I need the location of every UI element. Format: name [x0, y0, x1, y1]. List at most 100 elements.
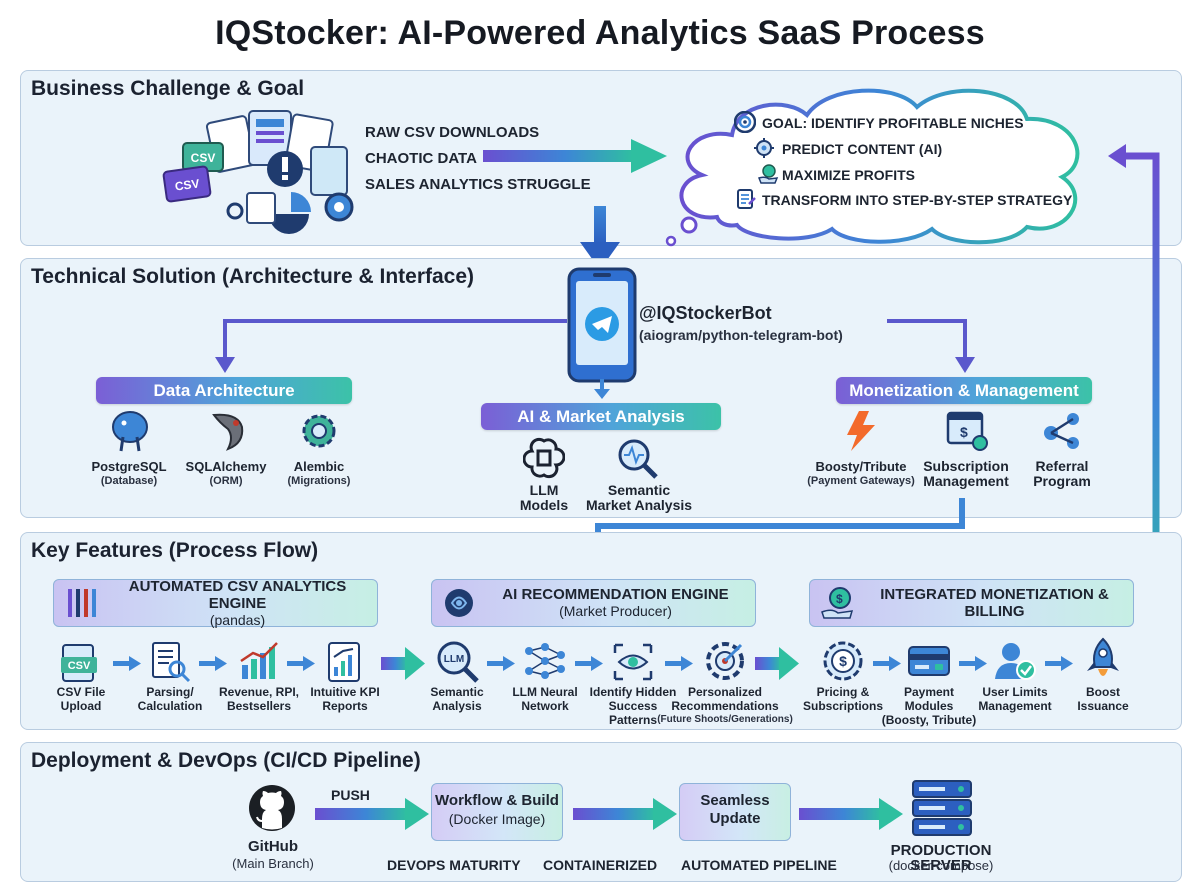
svg-text:$: $ [836, 592, 843, 606]
sqlalchemy-label: SQLAlchemy [185, 459, 267, 474]
step-revenue-1: Revenue, RPI, [218, 685, 300, 699]
sqlalchemy-icon [212, 413, 244, 451]
server-sub: (docker-compose) [888, 858, 994, 873]
referral-icon [1044, 413, 1079, 449]
arrow-push-icon [315, 798, 429, 830]
pricing-coin-icon: $ [823, 641, 863, 681]
arrow-to-monetization-icon [887, 319, 975, 373]
step-revenue-2: Bestsellers [226, 699, 292, 713]
bot-name[interactable]: @IQStockerBot [639, 303, 772, 323]
step-payment-1: Payment [903, 685, 955, 699]
boosty-icon [847, 411, 875, 451]
llm-models-icon [523, 437, 565, 479]
strategy-doc-icon [737, 189, 756, 209]
arrow-to-data-arch-icon [215, 319, 567, 373]
engine-csv-analytics: AUTOMATED CSV ANALYTICS ENGINE(pandas) [53, 577, 378, 628]
subscription-icon: $ [946, 411, 988, 451]
eye-pattern-icon [613, 643, 653, 681]
engine-monetization-billing: $ INTEGRATED MONETIZATION &BILLING [809, 579, 1134, 627]
postgresql-label: PostgreSQL [91, 459, 167, 474]
arrow-build-to-update-icon [573, 798, 677, 830]
workflow-build-box: Workflow & Build (Docker Image) [431, 783, 563, 841]
step-llm-2: Network [521, 699, 569, 713]
problem-sales-analytics: SALES ANALYTICS STRUGGLE [365, 176, 591, 193]
step-pricing-1: Pricing & [816, 685, 870, 699]
csv-tag-1: CSV [191, 151, 216, 165]
step-kpi-2: Reports [322, 699, 368, 713]
tag-automated-pipeline: AUTOMATED PIPELINE [681, 857, 837, 873]
step-pricing-2: Subscriptions [802, 699, 883, 713]
referral-label: Referral [1035, 458, 1089, 474]
target-icon [734, 111, 756, 133]
features-panel: Key Features (Process Flow) AUTOMATED CS… [20, 532, 1182, 730]
csv-file-tag: CSV [68, 660, 91, 672]
step-parsing-1: Parsing/ [146, 685, 194, 699]
step-payment-2: Modules [904, 699, 954, 713]
ai-brain-icon [445, 589, 473, 617]
kpi-report-icon [328, 642, 360, 682]
csv-file-upload-icon: CSV [61, 644, 97, 682]
page-title: IQStocker: AI-Powered Analytics SaaS Pro… [215, 14, 985, 52]
features-heading: Key Features (Process Flow) [31, 539, 319, 562]
postgresql-sub: (Database) [100, 475, 158, 487]
money-hand-icon [758, 164, 779, 184]
arrow-down-to-bot-icon [580, 206, 620, 270]
deployment-panel: Deployment & DevOps (CI/CD Pipeline) Git… [20, 742, 1182, 882]
engine-csv-sub: (pandas) [209, 611, 266, 628]
engine-billing-title: INTEGRATED MONETIZATION & [880, 586, 1109, 603]
personalized-target-icon [706, 642, 744, 680]
goal-transform-strategy: TRANSFORM INTO STEP-BY-STEP STRATEGY [762, 192, 1073, 208]
arrow-update-to-server-icon [799, 798, 903, 830]
github-icon[interactable] [247, 783, 297, 833]
update-title: Seamless [700, 792, 770, 809]
goal-maximize-profits: MAXIMIZE PROFITS [782, 167, 915, 183]
revenue-chart-icon [240, 642, 278, 679]
step-semantic-2: Analysis [432, 699, 482, 713]
chaotic-documents-icon: CSV CSV [162, 110, 354, 234]
step-parsing-2: Calculation [137, 699, 203, 713]
parsing-icon [152, 642, 191, 683]
neural-network-icon [525, 643, 565, 679]
svg-text:$: $ [839, 653, 847, 669]
engine-ai-title: AI RECOMMENDATION ENGINE [502, 586, 729, 603]
step-personalized-1: Personalized [687, 685, 763, 699]
arrow-to-goal-icon [483, 139, 667, 173]
github-sub: (Main Branch) [232, 856, 314, 871]
semantic-llm-icon: LLM [437, 641, 479, 683]
business-heading: Business Challenge & Goal [31, 77, 305, 100]
tag-containerized: CONTAINERIZED [543, 857, 658, 873]
payment-card-icon [908, 646, 950, 676]
problem-raw-csv: RAW CSV DOWNLOADS [365, 124, 540, 141]
arrow-to-ai-icon [594, 379, 610, 399]
step-payment-3: (Boosty, Tribute) [881, 713, 977, 727]
step-boost-1: Boost [1086, 685, 1120, 699]
llm-tag: LLM [444, 654, 465, 665]
rocket-boost-icon [1087, 637, 1119, 676]
ai-chip-icon [754, 138, 774, 158]
semantic-analysis-icon [618, 439, 658, 479]
step-hidden-1: Identify Hidden [589, 685, 677, 699]
bot-library: (aiogram/python-telegram-bot) [639, 327, 843, 343]
step-personalized-2: Recommendations [671, 699, 779, 713]
alembic-label: Alembic [293, 459, 345, 474]
technical-heading: Technical Solution (Architecture & Inter… [31, 265, 475, 288]
engine-csv-title: AUTOMATED CSV ANALYTICS ENGINE [128, 577, 347, 612]
alembic-gear-icon [302, 414, 336, 448]
goal-identify-niches: GOAL: IDENTIFY PROFITABLE NICHES [762, 115, 1024, 131]
update-title-2: Update [709, 810, 761, 827]
step-kpi-1: Intuitive KPI [310, 685, 380, 699]
engine-ai-sub: (Market Producer) [559, 603, 672, 619]
step-csv-upload-2: Upload [60, 699, 102, 713]
goal-predict-content: PREDICT CONTENT (AI) [782, 141, 943, 157]
push-label: PUSH [331, 787, 370, 803]
step-semantic-1: Semantic [430, 685, 484, 699]
csv-engine-icon [68, 589, 96, 617]
subscription-label-2: Management [923, 473, 1009, 489]
tag-devops-maturity: DEVOPS MATURITY [387, 857, 521, 873]
build-title: Workflow & Build [435, 792, 559, 809]
ai-market-analysis-label: AI & Market Analysis [481, 403, 721, 430]
llm-label: LLM [529, 482, 559, 498]
engine-ai-recommendation: AI RECOMMENDATION ENGINE(Market Producer… [431, 579, 756, 627]
step-hidden-2: Success [608, 699, 658, 713]
feature-flow-strip [113, 647, 1073, 680]
